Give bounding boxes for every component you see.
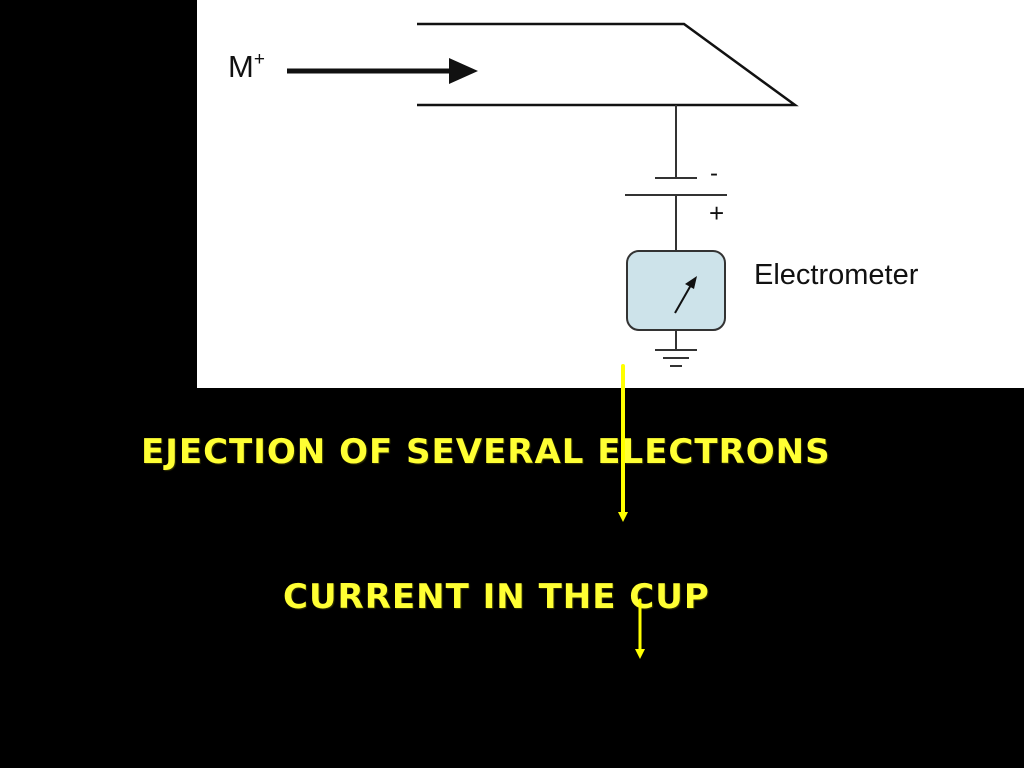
positive-terminal-label: + [709, 198, 724, 228]
negative-terminal-label: - [710, 160, 718, 187]
ion-beam-arrowhead-icon [449, 58, 478, 84]
caption-ejection: Ejection of several electrons [141, 432, 831, 472]
arrow-down-icon [618, 512, 628, 522]
ground-icon [655, 349, 697, 367]
faraday-cup-diagram: M+ - + Electrometer [197, 0, 1024, 388]
ion-charge: + [254, 49, 265, 70]
ion-symbol: M [228, 49, 254, 84]
faraday-cup [417, 22, 799, 107]
ion-label: M+ [228, 49, 265, 84]
electrometer-box [626, 250, 726, 331]
meter-needle-tip-icon [685, 276, 697, 289]
electrometer-label: Electrometer [754, 259, 919, 291]
meter-needle [674, 284, 692, 314]
arrow-down-small-icon [635, 649, 645, 659]
diagram-canvas: M+ - + Electrometer [228, 22, 919, 367]
caption-current: Current in the cup [283, 577, 710, 617]
